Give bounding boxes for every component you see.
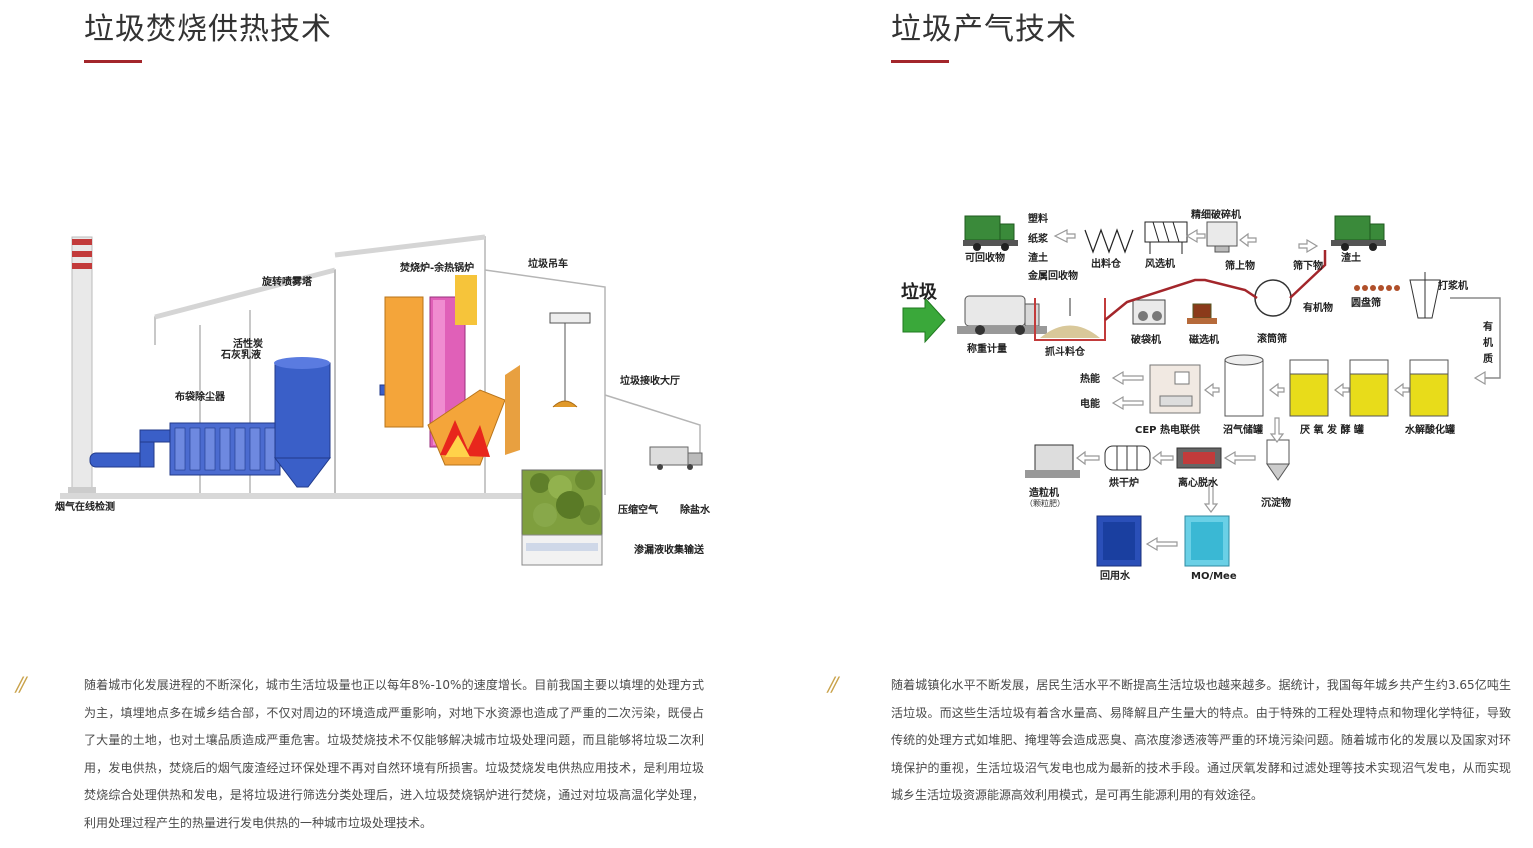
left-title-underline [84, 60, 142, 63]
garbage-pit-icon [521, 469, 603, 566]
air-sorter-icon [1144, 221, 1188, 254]
label-pulper: 打浆机 [1438, 279, 1468, 292]
label-gas-tank: 沼气储罐 [1223, 423, 1263, 436]
label-recyclables: 可回收物 [965, 251, 1005, 264]
label-desalted-water: 除盐水 [680, 503, 711, 516]
label-paper: 纸浆 [1028, 232, 1049, 245]
label-mo-mee: MO/Mee [1191, 571, 1237, 582]
label-drum-screen: 滚筒筛 [1257, 332, 1287, 345]
label-furnace: 焚烧炉-余热锅炉 [399, 261, 474, 274]
label-organic-v3: 质 [1483, 352, 1493, 365]
gas-tank-icon [1224, 354, 1264, 417]
disc-screen-icon [1354, 285, 1400, 291]
chimney-icon [68, 236, 96, 495]
bag-breaker-icon [1132, 299, 1166, 325]
organic-arrow [1473, 370, 1486, 386]
right-paragraph: 随着城镇化水平不断发展，居民生活水平不断提高生活垃圾也越来越多。据统计，我国每年… [891, 678, 1511, 802]
label-plastic: 塑料 [1028, 212, 1048, 225]
label-heat: 热能 [1080, 372, 1100, 385]
label-carbon: 活性炭 [233, 337, 263, 350]
slag-truck-icon [1331, 215, 1386, 251]
right-quote-mark: // [828, 672, 839, 696]
top-flow-arrows [1053, 228, 1319, 254]
label-sediment: 沉淀物 [1261, 496, 1291, 509]
weighing-truck-icon [957, 295, 1047, 335]
dryer-icon [1104, 445, 1151, 471]
label-slag2: 渣土 [1341, 251, 1361, 264]
label-garbage: 垃圾 [901, 281, 938, 303]
biogas-diagram: 塑料 纸浆 渣土 金属回收物 精细破碎机 可回收物 出料仓 风选机 筛上物 筛下… [901, 208, 1501, 582]
label-air-sorter: 风选机 [1145, 257, 1175, 270]
hydrolysis-tank-icon [1409, 359, 1449, 417]
label-crane: 垃圾吊车 [528, 257, 568, 270]
label-bag-breaker: 破袋机 [1131, 333, 1161, 346]
left-section-title: 垃圾焚烧供热技术 [84, 12, 332, 47]
incineration-diagram: 旋转喷雾塔 焚烧炉-余热锅炉 垃圾吊车 活性炭 石灰乳液 布袋除尘器 垃圾接收大… [55, 234, 711, 566]
label-leachate: 渗漏液收集输送 [634, 543, 705, 556]
label-flue-monitor: 烟气在线检测 [55, 500, 115, 513]
label-power: 电能 [1080, 397, 1100, 410]
reuse-water-tank-icon [1096, 515, 1142, 567]
label-screen-under: 筛下物 [1293, 259, 1323, 272]
label-granulator: 造粒机 [1029, 486, 1059, 499]
label-reception-hall: 垃圾接收大厅 [620, 374, 680, 387]
label-fine-crusher: 精细破碎机 [1191, 208, 1241, 221]
bag-filter-icon [169, 422, 281, 476]
granulator-icon [1025, 444, 1080, 478]
outlet-bin-icon [1084, 228, 1134, 254]
label-lime: 石灰乳液 [220, 348, 261, 361]
label-reuse-water: 回用水 [1100, 569, 1131, 582]
label-organic: 有机物 [1303, 301, 1333, 314]
label-spray-tower: 旋转喷雾塔 [261, 275, 313, 288]
furnace-boiler-icon [384, 275, 520, 466]
cep-unit-icon [1149, 364, 1201, 414]
spray-tower-icon [273, 357, 332, 488]
label-disc-screen: 圆盘筛 [1351, 296, 1381, 309]
recyclables-truck-icon [963, 215, 1018, 251]
anaerobic-tank-icon-2 [1289, 359, 1329, 417]
garbage-crane-icon [549, 312, 591, 408]
left-quote-mark: // [16, 672, 27, 696]
label-dryer: 烘干炉 [1109, 476, 1139, 489]
label-compressed-air: 压缩空气 [618, 503, 658, 516]
anaerobic-tank-icon-1 [1349, 359, 1389, 417]
drum-screen-icon [1254, 279, 1292, 317]
label-outlet-bin: 出料仓 [1091, 257, 1122, 270]
tank-row-arrows [1111, 370, 1410, 411]
centrifuge-icon [1176, 447, 1222, 469]
garbage-truck-icon [649, 446, 703, 470]
label-grab-bin: 抓斗料仓 [1045, 345, 1086, 358]
label-screen-over: 筛上物 [1225, 259, 1255, 272]
sediment-icon [1266, 439, 1290, 481]
label-centrifuge: 离心脱水 [1178, 476, 1219, 489]
label-magnetic: 磁选机 [1189, 333, 1219, 346]
pulper-icon [1409, 272, 1441, 319]
right-title-underline [891, 60, 949, 63]
reuse-water-arrow [1145, 536, 1178, 552]
label-cep: CEP 热电联供 [1135, 423, 1200, 436]
organic-flow-line [1450, 297, 1501, 379]
conveyor-line-2 [1289, 250, 1327, 299]
label-metal: 金属回收物 [1027, 269, 1078, 282]
magnetic-separator-icon [1187, 303, 1217, 324]
ground-slab [60, 493, 600, 499]
label-bag-filter: 布袋除尘器 [175, 390, 226, 403]
label-anaerobic: 厌 氧 发 酵 罐 [1300, 423, 1364, 436]
left-paragraph: 随着城市化发展进程的不断深化，城市生活垃圾量也正以每年8%-10%的速度增长。目… [84, 678, 704, 830]
right-section-title: 垃圾产气技术 [891, 12, 1077, 47]
mo-mee-tank-icon [1184, 515, 1230, 567]
label-hydrolysis: 水解酸化罐 [1404, 423, 1455, 436]
label-organic-v2: 机 [1483, 336, 1493, 349]
label-weighing: 称重计量 [967, 342, 1007, 355]
label-granulator-sub: （颗粒肥） [1025, 498, 1065, 508]
garbage-input-arrow [902, 296, 946, 344]
conveyor-line [1104, 278, 1258, 321]
bottom-row-arrows [1076, 417, 1285, 513]
label-organic-v1: 有 [1483, 320, 1493, 333]
fine-crusher-icon [1206, 221, 1238, 253]
label-slag: 渣土 [1028, 251, 1048, 264]
